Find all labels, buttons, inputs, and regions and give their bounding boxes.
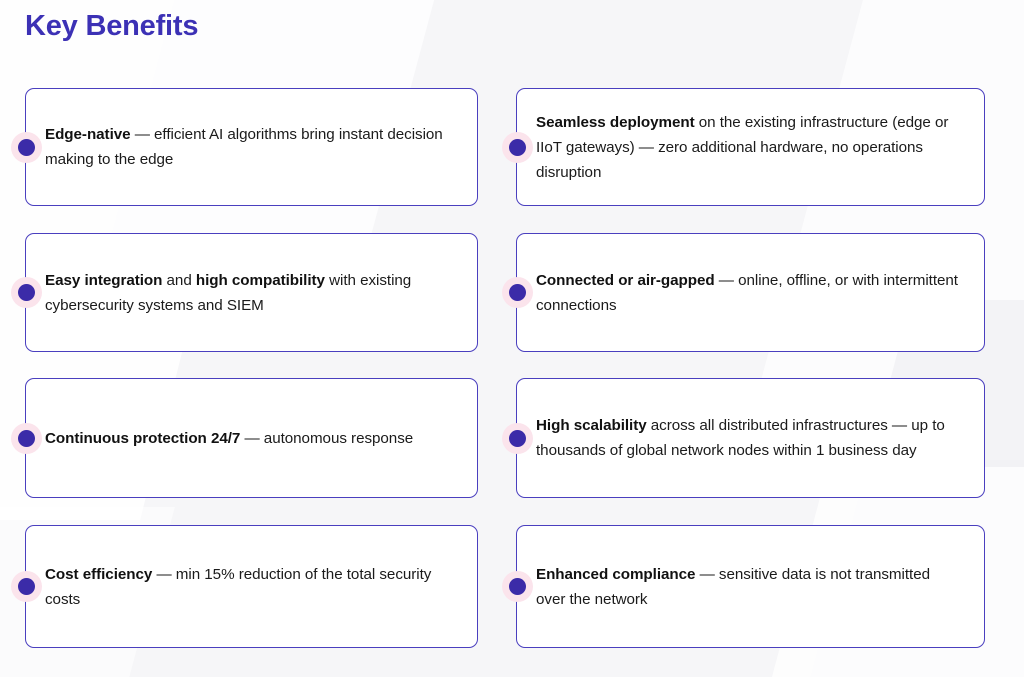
benefit-card-easy-integration: Easy integration and high compatibility … [17,233,478,352]
benefit-separator-enhanced-compliance: — [695,565,719,583]
benefit-card-enhanced-compliance: Enhanced compliance — sensitive data is … [508,525,985,648]
benefit-lead-enhanced-compliance: Enhanced compliance [536,565,696,583]
bullet-dot-icon [17,578,35,595]
benefit-text-edge-native: Edge-native — efficient AI algorithms br… [26,122,477,172]
bullet-dot-icon [17,138,35,156]
benefit-card-seamless-deployment: Seamless deployment on the existing infr… [508,88,985,206]
bullet-dot-icon [508,578,526,595]
bullet-dot-icon [508,138,526,156]
benefit-separator-connected-or-air-gapped: — [714,271,739,289]
benefit-lead-continuous-protection: Continuous protection 24/7 [45,429,241,447]
bullet-dot-icon [508,284,526,301]
benefit-text-cost-efficiency: Cost efficiency — min 15% reduction of t… [26,562,477,612]
benefit-text-seamless-deployment: Seamless deployment on the existing infr… [517,110,984,185]
bullet-dot-icon [17,284,35,301]
benefit-lead-easy-integration: Easy integration [45,271,163,289]
benefit-separator-cost-efficiency: — [152,565,176,583]
benefit-lead-connected-or-air-gapped: Connected or air-gapped [536,271,715,289]
benefit-card-edge-native: Edge-native — efficient AI algorithms br… [17,88,478,206]
benefit-text-easy-integration: Easy integration and high compatibility … [26,268,477,318]
benefit-rest-continuous-protection: autonomous response [263,429,414,447]
benefit-separator-continuous-protection: — [240,429,264,447]
benefit-text-high-scalability: High scalability across all distributed … [517,413,984,463]
benefit-text-continuous-protection: Continuous protection 24/7 — autonomous … [26,426,435,451]
benefit-card-continuous-protection: Continuous protection 24/7 — autonomous … [17,378,478,498]
benefit-text-connected-or-air-gapped: Connected or air-gapped — online, offlin… [517,268,984,318]
bullet-dot-icon [508,429,526,447]
benefit-lead-cost-efficiency: Cost efficiency [45,565,153,583]
benefit-lead-seamless-deployment: Seamless deployment [536,113,695,131]
benefit-lead-high-scalability: High scalability [536,417,647,434]
benefit-card-cost-efficiency: Cost efficiency — min 15% reduction of t… [17,525,478,648]
benefit-separator-edge-native: — [130,126,155,143]
benefit-card-connected-or-air-gapped: Connected or air-gapped — online, offlin… [508,233,985,352]
page-title: Key Benefits [25,10,199,42]
bullet-dot-icon [17,429,35,447]
benefit-lead-edge-native: Edge-native [45,126,131,143]
benefit-card-high-scalability: High scalability across all distributed … [508,378,985,498]
benefit-separator-easy-integration: and [162,271,196,289]
benefit-text-enhanced-compliance: Enhanced compliance — sensitive data is … [517,562,984,612]
benefit-lead2-easy-integration: high compatibility [195,271,325,289]
